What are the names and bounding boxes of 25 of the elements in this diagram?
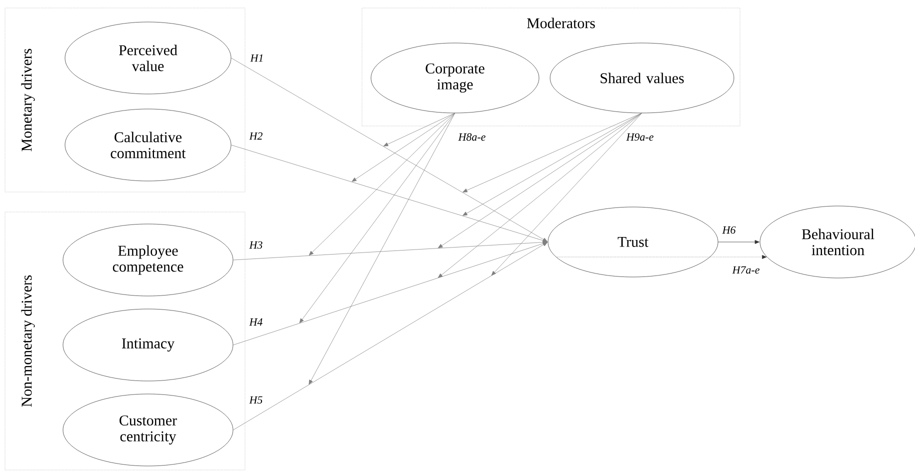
moderator-arrow [352,112,456,182]
moderator-arrow [491,112,642,276]
edge-label: H2 [249,132,262,140]
moderator-arrow [299,112,456,324]
moderator-arrow [438,112,642,278]
path-arrow [231,58,548,242]
edge-label: H5 [249,396,262,404]
edge-label: H1 [250,54,263,62]
hypothesis-label: H8a-e [457,132,487,142]
moderator-arrow [462,112,642,192]
moderator-arrow [462,112,642,216]
edge-label: H3 [249,241,262,249]
path-arrow [718,240,760,244]
moderator-arrow [383,112,456,146]
path-arrow [231,144,548,242]
edge-label: H7a-e [732,266,760,274]
hypothesis-label: H9a-e [625,132,655,142]
mediation-arrow [556,255,767,259]
edge-label: H6 [722,226,736,234]
moderator-arrow [438,112,642,248]
edge-label: H4 [249,318,262,326]
path-arrow [233,242,548,346]
path-arrow [233,242,548,430]
moderator-arrow [308,112,456,256]
moderator-arrow [308,112,456,385]
